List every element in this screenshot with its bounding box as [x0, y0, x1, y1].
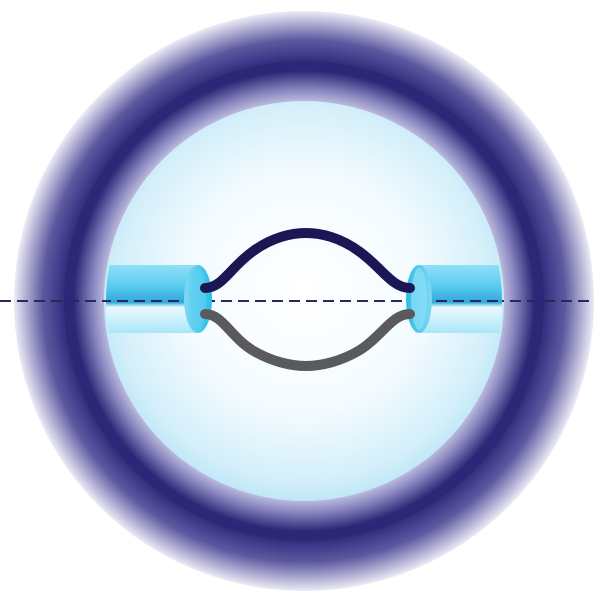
left-cable-end-highlight: [190, 269, 206, 329]
right-cable: [419, 265, 509, 333]
right-cable-end-highlight: [411, 268, 427, 330]
left-cable: [100, 265, 196, 333]
